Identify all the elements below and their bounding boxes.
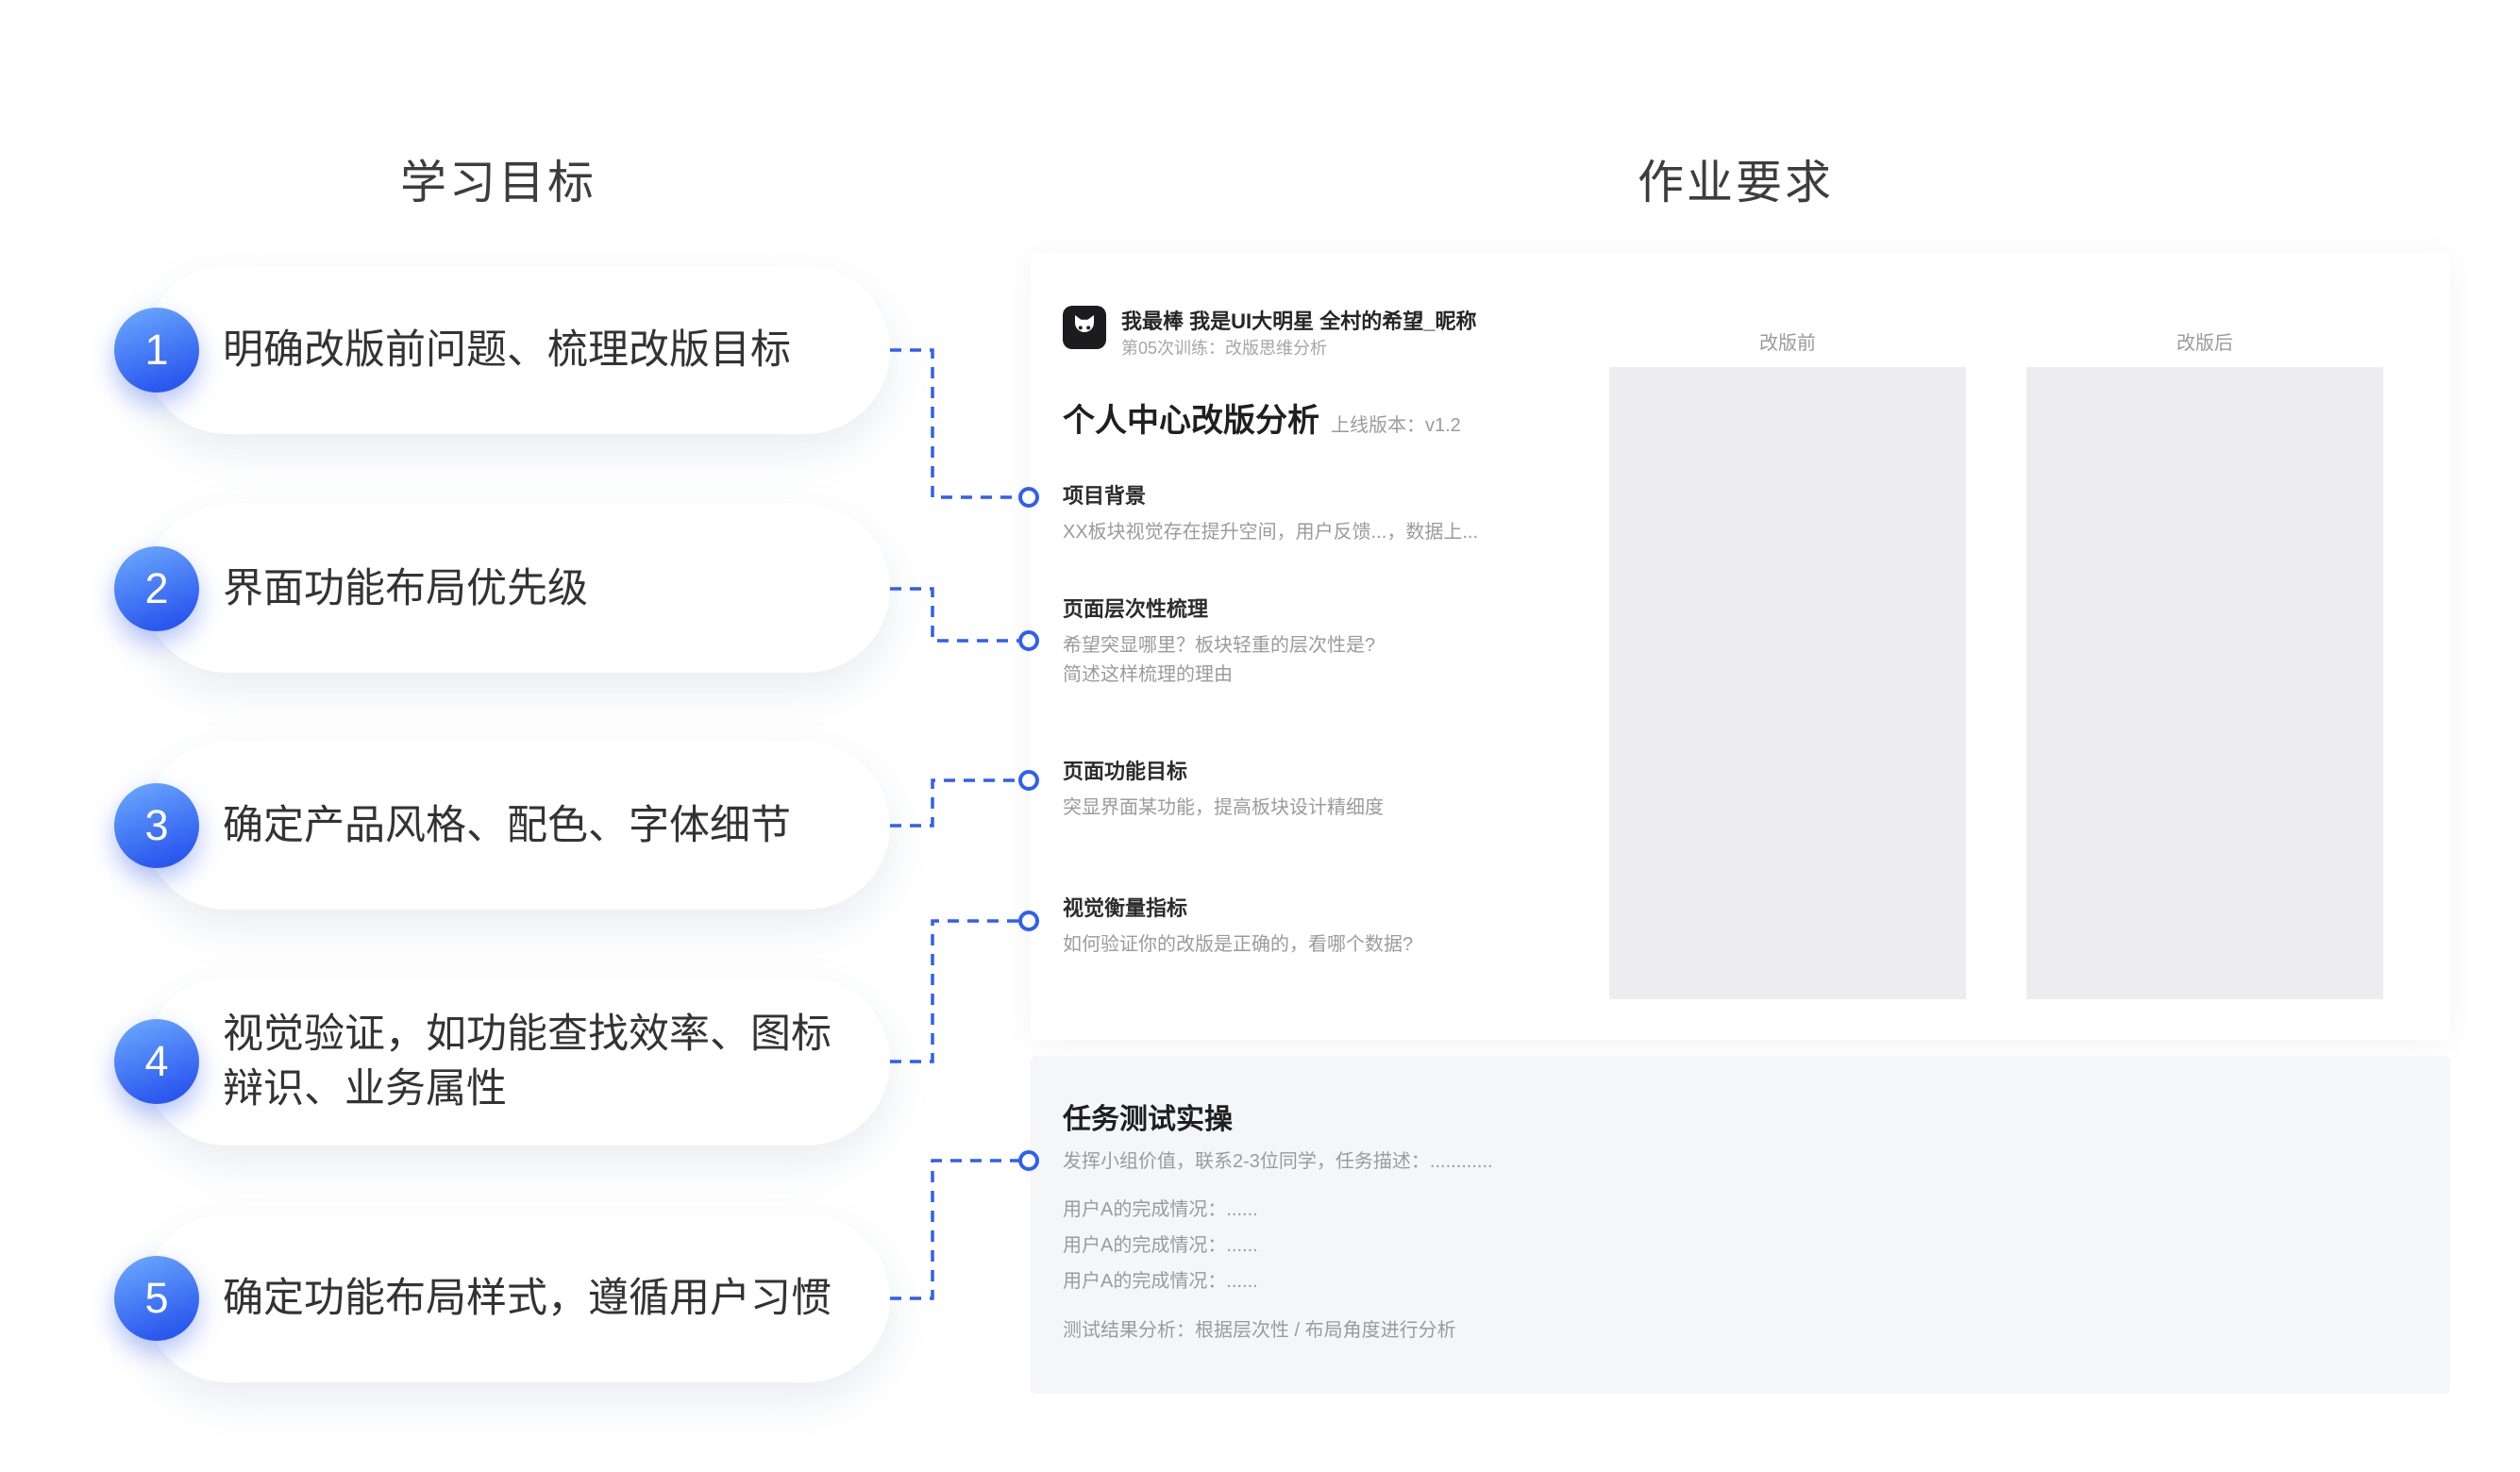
objective-item-2: 2 界面功能布局优先级 xyxy=(114,505,890,673)
section-line: 如何验证你的改版是正确的，看哪个数据? xyxy=(1063,934,1414,955)
doc-version: 上线版本：v1.2 xyxy=(1331,415,1461,436)
objective-item-5: 5 确定功能布局样式，遵循用户习惯 xyxy=(114,1214,890,1382)
section-project-background: 项目背景 XX板块视觉存在提升空间，用户反馈...，数据上... xyxy=(1063,479,1591,547)
before-placeholder xyxy=(1609,367,1966,999)
task-line: 测试结果分析：根据层次性 / 布局角度进行分析 xyxy=(1063,1320,1456,1341)
objective-item-1: 1 明确改版前问题、梳理改版目标 xyxy=(114,266,890,434)
objective-number-badge-5: 5 xyxy=(114,1256,199,1341)
task-line: 用户A的完成情况：...... xyxy=(1063,1235,1258,1256)
doc-title: 个人中心改版分析 xyxy=(1063,403,1319,439)
section-page-hierarchy: 页面层次性梳理 希望突显哪里？板块轻重的层次性是? 简述这样梳理的理由 xyxy=(1063,593,1591,690)
objective-number-badge-1: 1 xyxy=(114,308,199,393)
section-heading: 项目背景 xyxy=(1063,484,1147,508)
section-line: 突显界面某功能，提高板块设计精细度 xyxy=(1063,797,1384,818)
after-placeholder xyxy=(2026,367,2383,999)
objective-label-5: 确定功能布局样式，遵循用户习惯 xyxy=(223,1275,832,1321)
section-heading: 页面层次性梳理 xyxy=(1063,597,1209,621)
task-panel: 任务测试实操 发挥小组价值，联系2-3位同学，任务描述：............… xyxy=(1031,1056,2450,1394)
task-title: 任务测试实操 xyxy=(1063,1104,1233,1135)
objective-label-4: 视觉验证，如功能查找效率、图标辩识、业务属性 xyxy=(223,1011,832,1112)
task-line: 用户A的完成情况：...... xyxy=(1063,1271,1258,1292)
section-line: 希望突显哪里？板块轻重的层次性是? xyxy=(1063,635,1376,656)
author-name: 我最棒 我是UI大明星 全村的希望_昵称 xyxy=(1121,309,1477,333)
section-heading: 页面功能目标 xyxy=(1063,760,1188,783)
section-heading: 视觉衡量指标 xyxy=(1063,896,1188,920)
assignment-card: 我最棒 我是UI大明星 全村的希望_昵称 第05次训练：改版思维分析 个人中心改… xyxy=(1031,253,2450,1040)
connector-line-5 xyxy=(890,1159,1029,1300)
avatar xyxy=(1063,306,1106,349)
doc-title-row: 个人中心改版分析 上线版本：v1.2 xyxy=(1063,394,1461,441)
connector-line-3 xyxy=(890,778,1029,828)
section-line: XX板块视觉存在提升空间，用户反馈...，数据上... xyxy=(1063,522,1479,543)
connector-line-2 xyxy=(890,587,1029,643)
objective-label-3: 确定产品风格、配色、字体细节 xyxy=(223,802,791,848)
right-section-title: 作业要求 xyxy=(1637,158,1834,209)
objective-number-badge-4: 4 xyxy=(114,1019,199,1104)
section-page-function-goal: 页面功能目标 突显界面某功能，提高板块设计精细度 xyxy=(1063,755,1591,823)
connector-line-1 xyxy=(890,348,1029,499)
after-label: 改版后 xyxy=(2176,333,2233,354)
section-visual-metrics: 视觉衡量指标 如何验证你的改版是正确的，看哪个数据? xyxy=(1063,892,1591,960)
before-label: 改版前 xyxy=(1759,333,1816,354)
cat-logo-icon xyxy=(1063,306,1106,349)
left-section-title: 学习目标 xyxy=(399,158,596,209)
author-subtitle: 第05次训练：改版思维分析 xyxy=(1121,339,1328,358)
task-line: 用户A的完成情况：...... xyxy=(1063,1199,1258,1220)
connector-line-4 xyxy=(890,919,1029,1063)
objective-number-badge-2: 2 xyxy=(114,546,199,631)
objective-label-2: 界面功能布局优先级 xyxy=(223,565,588,611)
objective-item-3: 3 确定产品风格、配色、字体细节 xyxy=(114,742,890,910)
objective-item-4: 4 视觉验证，如功能查找效率、图标辩识、业务属性 xyxy=(114,978,890,1146)
objective-number-badge-3: 3 xyxy=(114,783,199,868)
task-line: 发挥小组价值，联系2-3位同学，任务描述：............ xyxy=(1063,1151,1493,1172)
objective-label-1: 明确改版前问题、梳理改版目标 xyxy=(223,326,791,373)
section-line: 简述这样梳理的理由 xyxy=(1063,664,1233,685)
